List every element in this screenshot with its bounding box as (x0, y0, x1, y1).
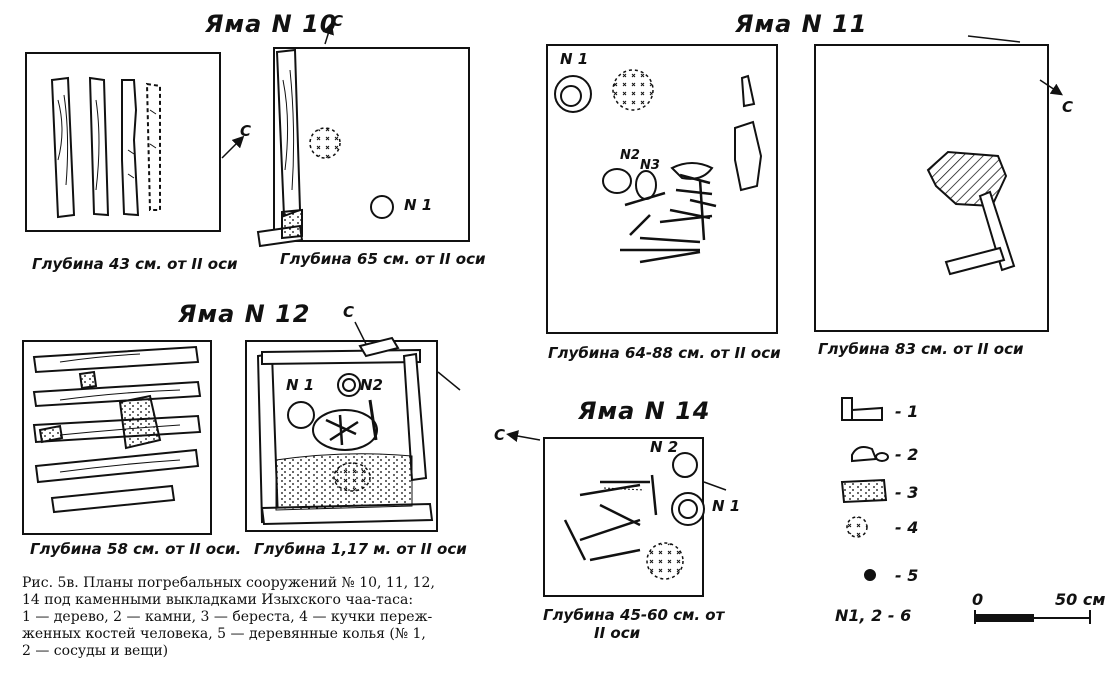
caption-line: 2 — сосуды и вещи) (22, 643, 169, 659)
pit14-depth-line1: Глубина 45-60 см. от (543, 606, 725, 624)
legend-label-5: - 5 (895, 566, 919, 585)
pit12-n2-label: N2 (360, 376, 383, 394)
pit10-n1-label: N 1 (404, 196, 433, 214)
pit12-n1-label: N 1 (286, 376, 315, 394)
pit10-wood-logs (50, 76, 161, 219)
pit12-depth-left: Глубина 58 см. от II оси. (30, 540, 242, 558)
pit10-depth-left: Глубина 43 см. от II оси (32, 255, 238, 273)
pit10-north-label-side: С (240, 122, 252, 140)
pit11-n3-label: N3 (640, 158, 660, 173)
pit11-title: Яма N 11 (735, 10, 868, 38)
pit12-north-label: С (343, 303, 355, 321)
legend-symbols (840, 397, 889, 581)
caption-line: женных костей человека, 5 — деревянные к… (22, 626, 426, 642)
pit10-title: Яма N 10 (205, 10, 338, 38)
legend-label-6: N1, 2 - 6 (835, 606, 912, 625)
figure-caption: Рис. 5в. Планы погребальных сооружений №… (22, 575, 502, 660)
pit14-north-label: С (494, 426, 506, 444)
scale-end: 50 см (1055, 590, 1106, 609)
pit12-title: Яма N 12 (178, 300, 311, 328)
pit14-features (506, 430, 727, 580)
pit11-right-features (926, 35, 1063, 276)
caption-line: 14 под каменными выкладками Изыхского ча… (22, 592, 414, 608)
pit12-depth-right: Глубина 1,17 м. от II оси (254, 540, 467, 558)
pit10-right-features (256, 48, 394, 248)
pit12-left-features (32, 345, 202, 514)
caption-line: Рис. 5в. Планы погребальных сооружений №… (22, 575, 435, 591)
pit14-depth-line2: II оси (594, 624, 641, 642)
pit14-n1-label: N 1 (712, 497, 741, 515)
pit11-north-label: С (1062, 98, 1074, 116)
scale-start: 0 (972, 590, 984, 609)
pit11-plan-left (546, 44, 778, 334)
pit12-right-features (256, 321, 461, 526)
pit11-n1-label: N 1 (560, 50, 589, 68)
pit11-depth-right: Глубина 83 см. от II оси (818, 340, 1024, 358)
legend-label-4: - 4 (895, 518, 919, 537)
pit10-north-arrows (221, 22, 334, 159)
pit10-plan-left (25, 52, 221, 232)
legend-label-2: - 2 (895, 445, 919, 464)
pit12-plan-left (22, 340, 212, 535)
scale-bar (974, 610, 1091, 624)
pit10-plan-right (273, 47, 470, 242)
legend-label-1: - 1 (895, 402, 919, 421)
pit10-depth-right: Глубина 65 см. от II оси (280, 250, 486, 268)
pit14-title: Яма N 14 (578, 397, 711, 425)
pit11-depth-left: Глубина 64-88 см. от II оси (548, 344, 781, 362)
pit10-north-label-top: С (332, 12, 344, 30)
pit11-left-features (554, 69, 763, 264)
pit12-plan-right (245, 340, 438, 532)
pit14-n2-label: N 2 (650, 438, 679, 456)
pit11-n2-label: N2 (620, 148, 640, 163)
pit11-plan-right (814, 44, 1049, 332)
caption-line: 1 — дерево, 2 — камни, 3 — береста, 4 — … (22, 609, 433, 625)
legend-label-3: - 3 (895, 483, 919, 502)
